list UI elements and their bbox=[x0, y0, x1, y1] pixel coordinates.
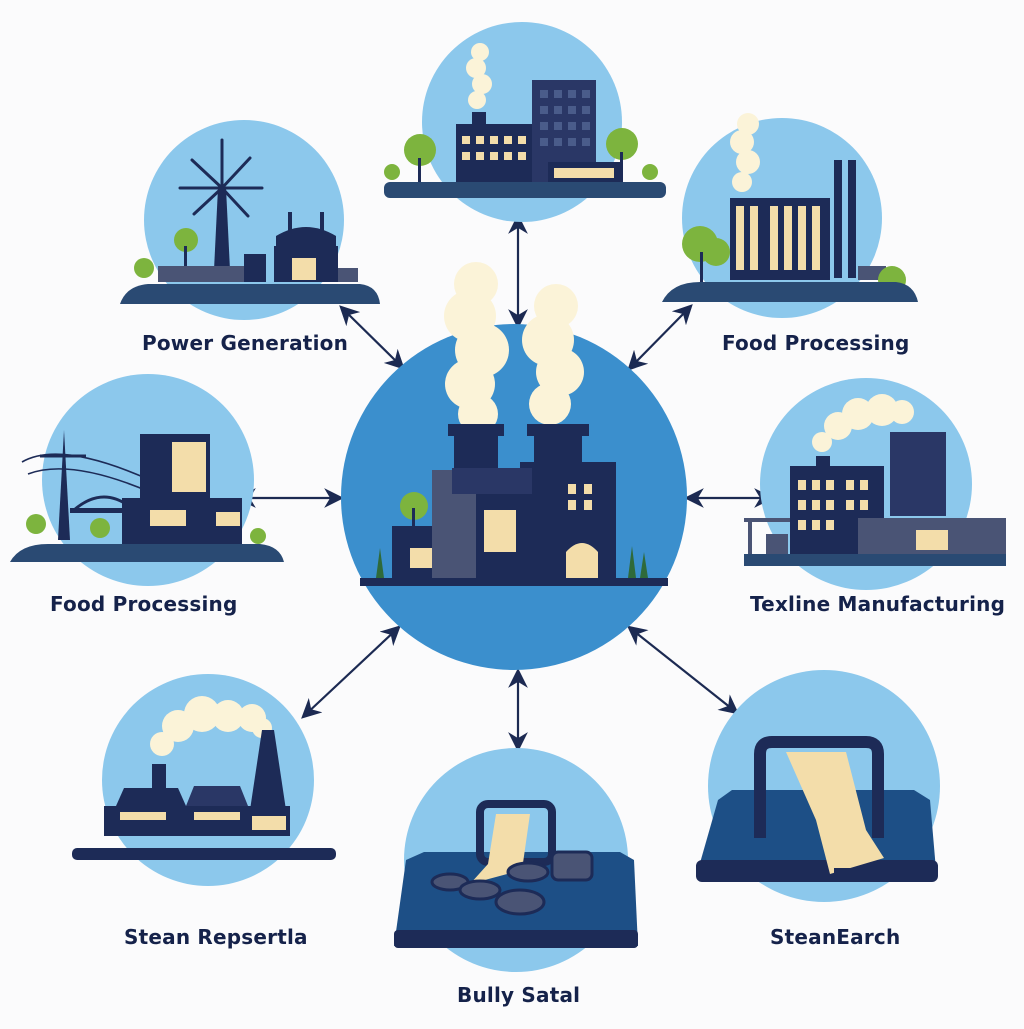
label-mid-right: Texline Manufacturing bbox=[750, 592, 1006, 616]
label-top-left: Power Generation bbox=[142, 331, 349, 355]
label-mid-left: Food Processing bbox=[50, 592, 238, 616]
arrow-top-right bbox=[627, 304, 693, 371]
label-bottom-center: Bully Satal bbox=[457, 983, 581, 1007]
node-bottom-right bbox=[696, 670, 940, 902]
node-top bbox=[384, 22, 666, 222]
label-bottom-right: SteanEarch bbox=[770, 925, 901, 949]
label-bottom-left: Stean Repsertla bbox=[124, 925, 308, 949]
label-top-right: Food Processing bbox=[722, 331, 910, 355]
node-bottom-center bbox=[394, 748, 638, 972]
connector-arrows bbox=[236, 214, 774, 752]
node-bottom-left bbox=[72, 674, 336, 886]
node-top-right bbox=[662, 113, 918, 318]
arrow-bottom-right bbox=[626, 625, 740, 715]
node-mid-left bbox=[10, 374, 284, 586]
center-node bbox=[341, 262, 687, 670]
arrow-top-left bbox=[339, 305, 405, 370]
arrow-bottom-left bbox=[301, 625, 401, 719]
node-top-left bbox=[120, 120, 380, 320]
node-mid-right bbox=[744, 378, 1006, 590]
